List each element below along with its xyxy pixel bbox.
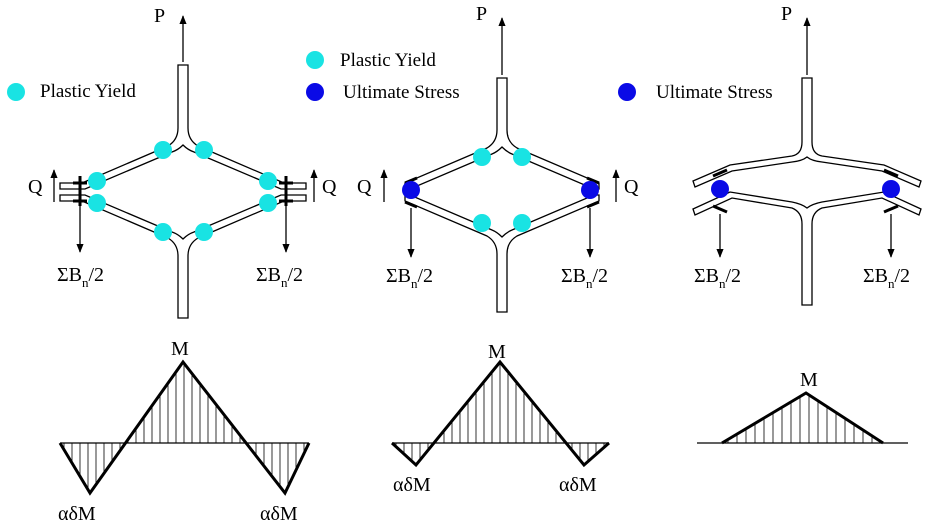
bolt-icon xyxy=(404,200,418,209)
moment-curve xyxy=(721,391,884,445)
bolt-icon xyxy=(712,168,728,178)
moment-reduced-label: αδM xyxy=(393,474,431,496)
plastic-yield-legend-label: Plastic Yield xyxy=(40,81,136,102)
legend-panel-3: Ultimate Stress xyxy=(618,82,773,103)
bolt-force-label: ΣBn/2 xyxy=(256,264,303,290)
panel-2-loads xyxy=(380,169,620,258)
ultimate-stress-legend-marker xyxy=(618,83,636,101)
moment-diagram-1: M αδM αδM xyxy=(58,338,311,525)
load-p-label: P xyxy=(476,3,487,25)
moment-hatching xyxy=(395,362,605,462)
plastic-yield-marker xyxy=(195,223,213,241)
panel-2-yield-markers xyxy=(402,148,599,232)
plastic-yield-legend-label: Plastic Yield xyxy=(340,50,436,71)
moment-reduced-label: αδM xyxy=(58,503,96,525)
panel-1-fasteners xyxy=(73,176,293,206)
bolt-icon xyxy=(712,204,728,214)
panel-2-fasteners xyxy=(404,176,600,209)
plastic-yield-marker xyxy=(473,148,491,166)
moment-diagram-3: M xyxy=(697,369,908,445)
legend-panel-2: Plastic Yield Ultimate Stress xyxy=(306,50,460,103)
bolt-force-label: ΣBn/2 xyxy=(561,265,608,291)
panel-1-loads xyxy=(50,169,318,253)
plastic-yield-marker xyxy=(259,172,277,190)
bolt-force-label: ΣBn/2 xyxy=(694,265,741,291)
moment-peak-label: M xyxy=(800,369,818,391)
plastic-yield-marker xyxy=(259,194,277,212)
moment-peak-label: M xyxy=(171,338,189,360)
top-stem xyxy=(692,77,922,188)
moment-curve xyxy=(390,359,610,468)
moment-reduced-label: αδM xyxy=(260,503,298,525)
panel-1-yield-markers xyxy=(88,141,277,241)
panel-3-loads xyxy=(716,214,895,258)
plastic-yield-marker xyxy=(513,214,531,232)
plastic-yield-marker xyxy=(88,172,106,190)
plastic-yield-marker xyxy=(195,141,213,159)
bottom-stem xyxy=(692,191,922,306)
moment-hatching xyxy=(727,394,873,443)
load-q-label: Q xyxy=(357,176,372,198)
bottom-stem xyxy=(59,194,307,319)
legend-panel-1: Plastic Yield xyxy=(7,81,136,102)
ultimate-stress-marker xyxy=(882,180,900,198)
bolt-icon xyxy=(883,168,899,178)
bolt-force-label: ΣBn/2 xyxy=(863,265,910,291)
panel-3-yield-markers xyxy=(711,180,900,198)
panel-3-structure xyxy=(692,17,922,306)
moment-reduced-label: αδM xyxy=(559,474,597,496)
ultimate-stress-legend-label: Ultimate Stress xyxy=(656,82,773,103)
load-p-label: P xyxy=(154,5,165,27)
plastic-yield-marker xyxy=(473,214,491,232)
bolt-icon xyxy=(883,204,899,214)
plastic-yield-legend-marker xyxy=(7,83,25,101)
plastic-yield-marker xyxy=(513,148,531,166)
ultimate-stress-marker xyxy=(402,181,420,199)
moment-peak-label: M xyxy=(488,341,506,363)
load-q-label: Q xyxy=(28,176,43,198)
plastic-yield-marker xyxy=(154,223,172,241)
plastic-yield-marker xyxy=(154,141,172,159)
ultimate-stress-legend-label: Ultimate Stress xyxy=(343,82,460,103)
plastic-yield-legend-marker xyxy=(306,51,324,69)
bolt-icon xyxy=(586,200,600,209)
panel-3-fasteners xyxy=(712,168,899,214)
plastic-yield-marker xyxy=(88,194,106,212)
ultimate-stress-marker xyxy=(581,181,599,199)
ultimate-stress-legend-marker xyxy=(306,83,324,101)
panel-1-structure xyxy=(59,15,307,319)
panel-2-structure xyxy=(404,17,600,313)
bolt-force-label: ΣBn/2 xyxy=(57,264,104,290)
load-q-label: Q xyxy=(624,176,639,198)
load-q-label: Q xyxy=(322,176,337,198)
top-stem xyxy=(404,77,600,190)
moment-curve xyxy=(58,359,311,496)
bolt-force-label: ΣBn/2 xyxy=(386,265,433,291)
bottom-stem xyxy=(404,194,600,313)
bolt-icon xyxy=(586,176,600,185)
top-stem xyxy=(59,64,307,190)
moment-diagram-2: M αδM αδM xyxy=(390,341,610,496)
ultimate-stress-marker xyxy=(711,180,729,198)
load-p-label: P xyxy=(781,3,792,25)
